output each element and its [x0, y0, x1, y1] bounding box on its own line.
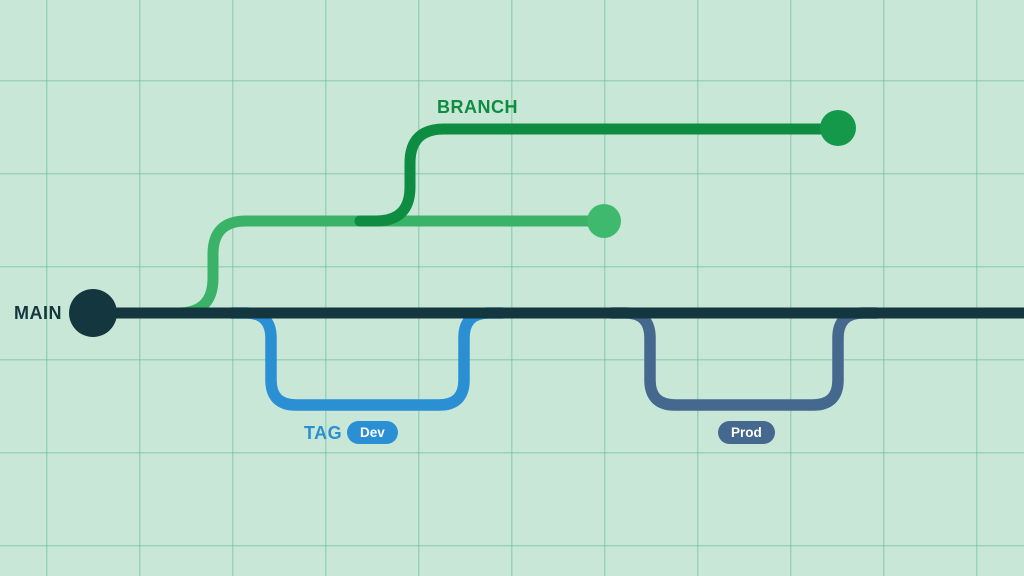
- dev-badge: Dev: [347, 421, 398, 444]
- tag-label: TAG: [304, 423, 343, 443]
- main-commit-node: [69, 289, 117, 337]
- prod-badge: Prod: [718, 421, 775, 444]
- tag-loop-prod: [606, 307, 882, 411]
- branch-node-light: [587, 204, 621, 238]
- main-label: MAIN: [14, 303, 62, 323]
- branch-node-dark: [820, 110, 856, 146]
- branch-label: BRANCH: [437, 97, 518, 117]
- branch-line-light: [154, 215, 594, 319]
- branch-line-dark: [354, 123, 826, 227]
- tag-loop-dev: [226, 307, 508, 411]
